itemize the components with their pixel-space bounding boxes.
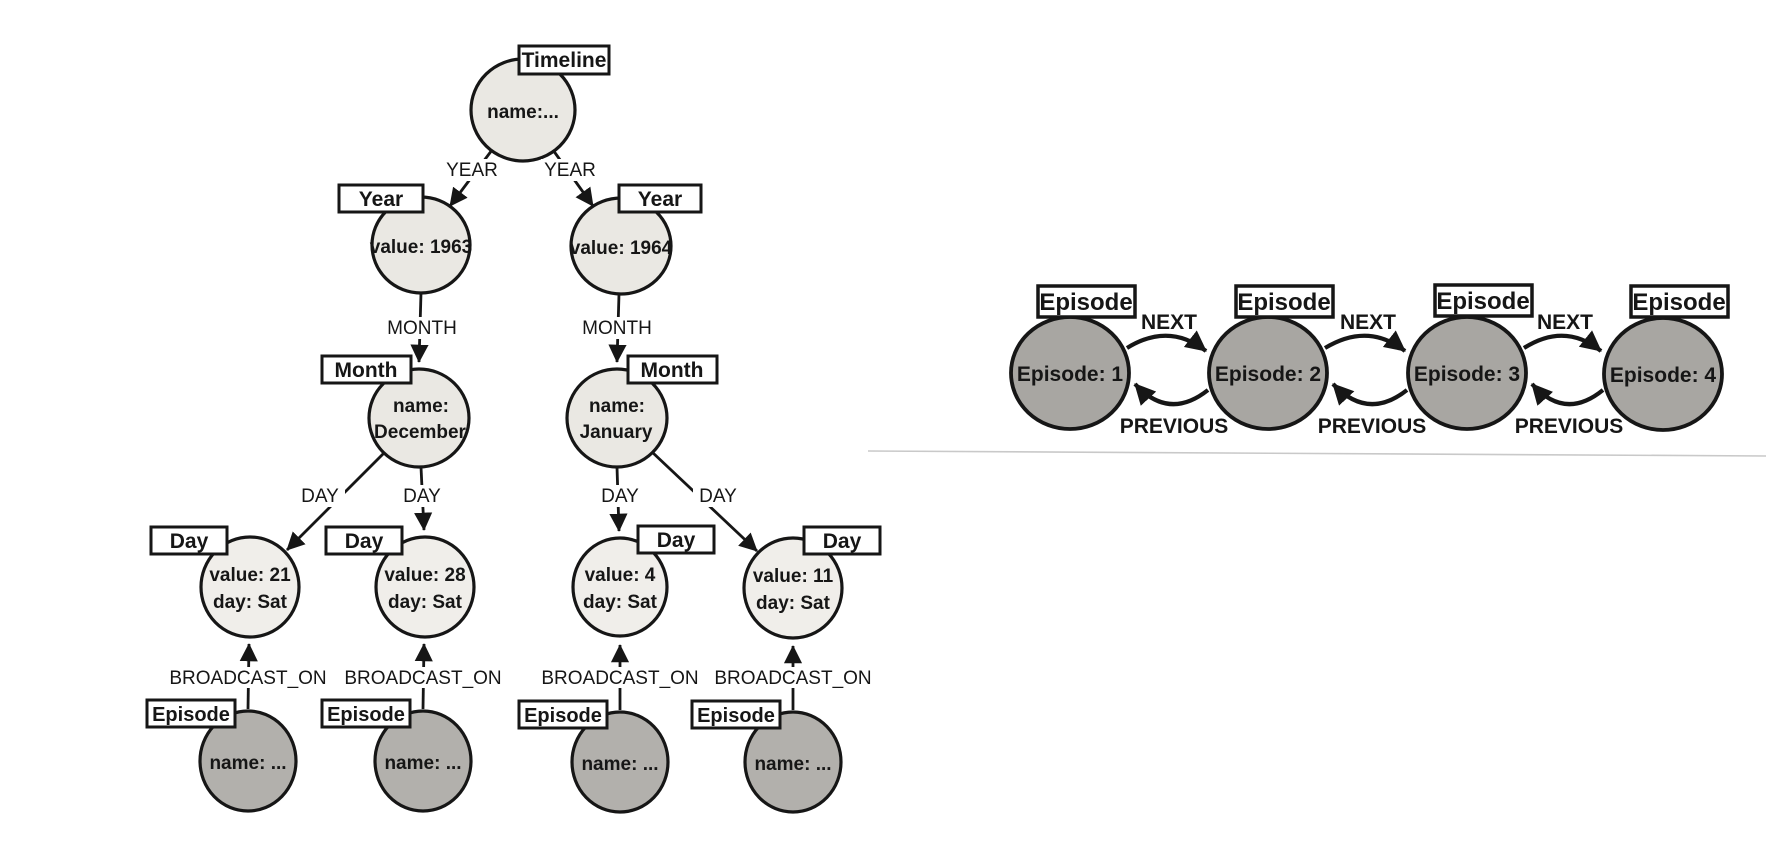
month-december-label: Month: [335, 359, 398, 382]
episode-node-1: [198, 709, 298, 813]
rel-label-broadcast-4: BROADCAST_ON: [714, 668, 871, 689]
relationship-labels: YEAR YEAR MONTH MONTH DAY DAY DAY DAY BR…: [169, 159, 872, 689]
episode-node-3: [570, 710, 670, 814]
edge-next-1: [1125, 330, 1208, 353]
timeline-tree: YEAR YEAR MONTH MONTH DAY DAY DAY DAY BR…: [145, 44, 882, 814]
year-1964-props: value: 1964: [570, 238, 673, 259]
rel-label-year-left: YEAR: [446, 160, 498, 181]
episode-node-2: [373, 709, 473, 813]
year-1964-label-box: [617, 183, 703, 214]
day-28-label: Day: [345, 530, 384, 553]
episode-chain: NEXT NEXT NEXT PREVIOUS PREVIOUS PREVIOU…: [1009, 283, 1730, 438]
chain-episode-3-label-box: [1433, 283, 1534, 318]
month-december-node: [367, 367, 471, 469]
year-1964-label: Year: [638, 188, 682, 211]
month-january-props-1: name:: [589, 396, 645, 417]
edge-previous-2: [1331, 382, 1409, 407]
rel-label-previous-1: PREVIOUS: [1120, 415, 1229, 438]
chain-episode-2-label: Episode: [1237, 289, 1330, 316]
chain-episode-1-props: Episode: 1: [1017, 363, 1124, 386]
episode-1-label: Episode: [152, 704, 230, 726]
day-28-props-1: value: 28: [384, 565, 465, 586]
timeline-label: Timeline: [522, 49, 607, 72]
rel-label-day-4: DAY: [699, 486, 737, 507]
day-11-label-box: [802, 525, 882, 556]
edge-next-2: [1323, 330, 1407, 353]
day-4-props-1: value: 4: [585, 565, 656, 586]
month-january-label-box: [626, 354, 719, 385]
day-11-label: Day: [823, 530, 862, 553]
day-4-node: [571, 536, 669, 638]
rel-label-broadcast-2: BROADCAST_ON: [344, 668, 501, 689]
edge-previous-3: [1530, 382, 1605, 407]
year-1963-label: Year: [359, 188, 403, 211]
rel-label-day-2: DAY: [403, 486, 441, 507]
chain-episode-4-label: Episode: [1632, 289, 1725, 316]
episode-2-label-box: [320, 698, 412, 729]
episode-4-props: name: ...: [754, 754, 831, 775]
chain-episode-2-props: Episode: 2: [1215, 363, 1321, 386]
episode-3-props: name: ...: [581, 754, 658, 775]
day-4-label: Day: [657, 529, 696, 552]
rel-label-next-3: NEXT: [1537, 311, 1593, 334]
chain-episode-1-label: Episode: [1039, 289, 1132, 316]
day-11-props-1: value: 11: [753, 566, 834, 587]
episode-4-label-box: [690, 699, 782, 730]
rel-label-day-1: DAY: [301, 486, 339, 507]
day-21-label: Day: [170, 530, 209, 553]
rel-label-broadcast-3: BROADCAST_ON: [541, 668, 698, 689]
chain-episode-1-label-box: [1036, 284, 1137, 319]
timeline-props: name:...: [487, 102, 559, 123]
chain-episode-4-props: Episode: 4: [1610, 364, 1717, 387]
edge-next-3: [1522, 330, 1603, 353]
episode-3-label: Episode: [524, 705, 602, 727]
month-december-props-1: name:: [393, 396, 449, 417]
rel-label-next-1: NEXT: [1141, 311, 1197, 334]
month-december-props-2: December: [374, 422, 466, 443]
episode-4-label: Episode: [697, 705, 775, 727]
rel-label-previous-3: PREVIOUS: [1515, 415, 1624, 438]
day-28-props-2: day: Sat: [388, 592, 463, 613]
day-11-node: [742, 536, 844, 640]
rel-label-year-right: YEAR: [544, 160, 596, 181]
day-21-node: [199, 535, 301, 639]
rel-label-previous-2: PREVIOUS: [1318, 415, 1427, 438]
rel-label-next-2: NEXT: [1340, 311, 1396, 334]
node-properties: name:... value: 1963 value: 1964 name: D…: [209, 102, 833, 775]
day-11-props-2: day: Sat: [756, 593, 831, 614]
timeline-label-box: [517, 44, 611, 76]
chain-episode-3-props: Episode: 3: [1414, 363, 1520, 386]
chain-episode-2-label-box: [1234, 284, 1335, 319]
edge-previous-1: [1133, 382, 1210, 407]
rel-label-broadcast-1: BROADCAST_ON: [169, 668, 326, 689]
node-label-boxes: Timeline Year Year Month Month Day Day D…: [145, 44, 882, 730]
day-4-props-2: day: Sat: [583, 592, 658, 613]
day-21-label-box: [149, 525, 229, 556]
episode-node-4: [743, 710, 843, 814]
day-21-props-1: value: 21: [209, 565, 291, 586]
year-1963-label-box: [337, 183, 425, 214]
day-21-props-2: day: Sat: [213, 592, 288, 613]
month-january-props-2: January: [580, 422, 653, 443]
episode-3-label-box: [517, 699, 609, 730]
day-28-label-box: [324, 525, 404, 556]
rel-label-month-left: MONTH: [387, 318, 457, 339]
rel-label-month-right: MONTH: [582, 318, 652, 339]
episode-2-label: Episode: [327, 704, 405, 726]
episode-1-label-box: [145, 698, 237, 729]
episode-2-props: name: ...: [384, 753, 461, 774]
day-28-node: [374, 535, 476, 639]
month-january-label: Month: [641, 359, 704, 382]
page-divider-line: [867, 450, 1766, 457]
chain-episode-4-label-box: [1629, 284, 1730, 319]
episode-1-props: name: ...: [209, 753, 286, 774]
month-december-label-box: [320, 354, 413, 385]
year-1963-props: value: 1963: [370, 237, 472, 258]
rel-label-day-3: DAY: [601, 486, 639, 507]
chain-episode-3-label: Episode: [1436, 288, 1529, 315]
day-4-label-box: [636, 524, 716, 555]
